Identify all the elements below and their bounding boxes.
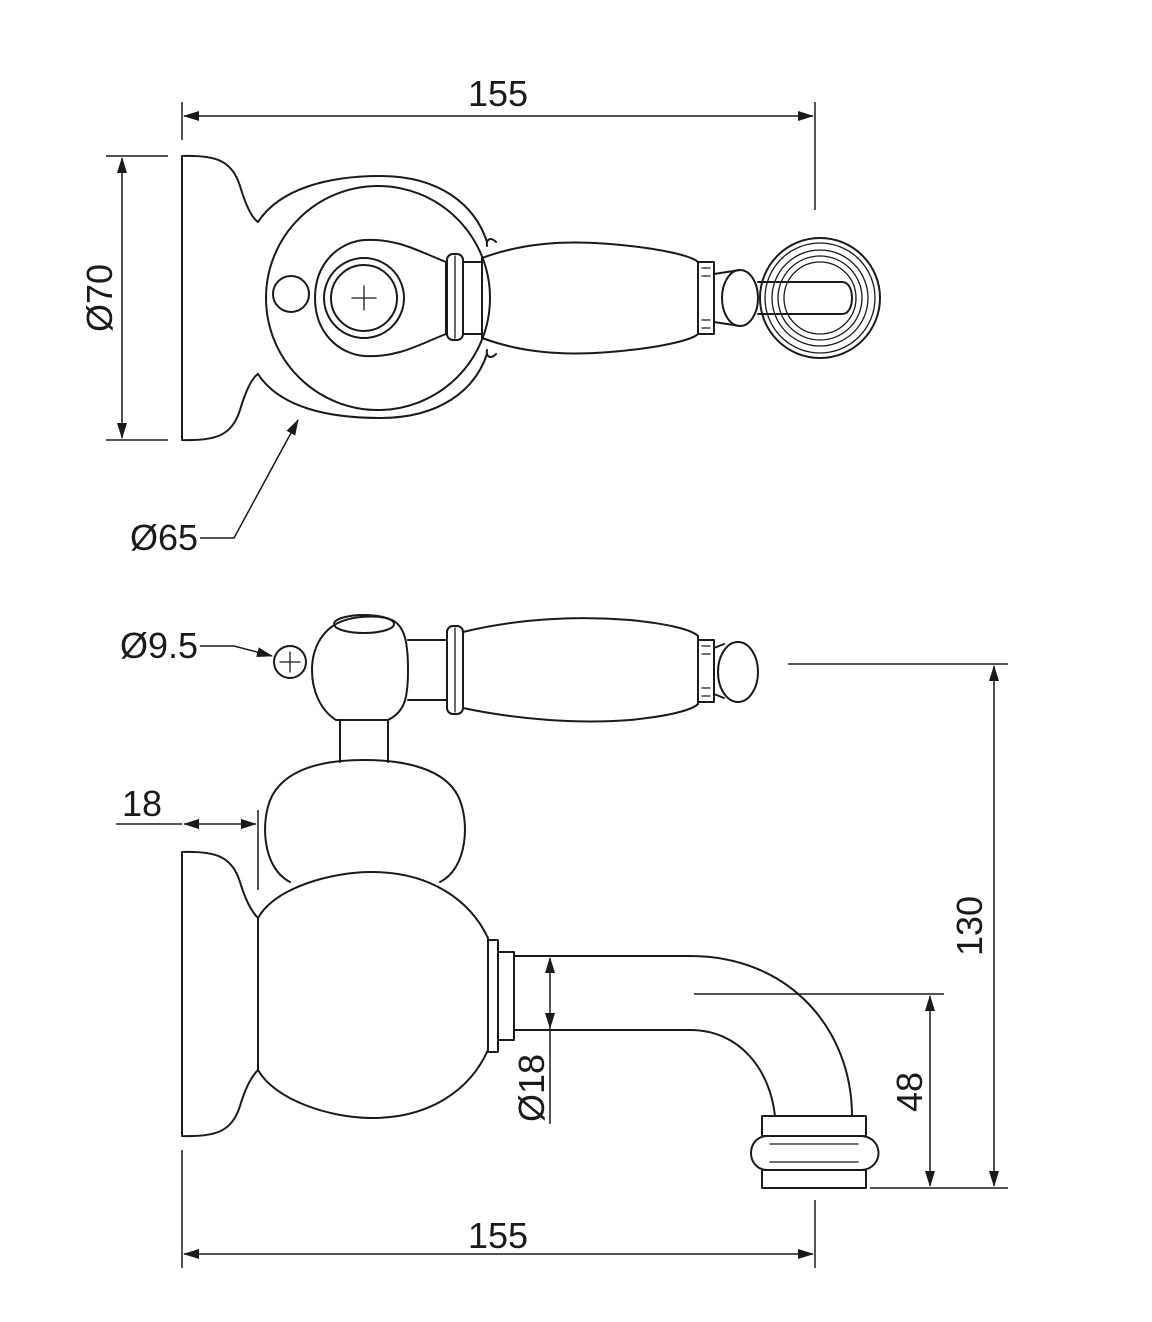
top-spindle-ring — [323, 257, 405, 339]
top-collar — [446, 253, 464, 341]
spindle-label: Ø9.5 — [120, 625, 198, 666]
side-stem — [339, 719, 389, 763]
side-bonnet — [264, 759, 466, 883]
wall-offset-label: 18 — [122, 783, 162, 824]
side-dimensions: Ø9.5 18 130 48 Ø18 155 — [116, 625, 1008, 1268]
top-wall-plate — [181, 154, 259, 442]
top-spindle-cap — [330, 264, 398, 332]
height-label: 130 — [949, 896, 990, 956]
top-rosette — [257, 175, 488, 419]
spindle-leader — [200, 645, 273, 658]
side-view — [181, 614, 880, 1189]
side-lever-knob — [717, 641, 759, 703]
side-wall-plate — [181, 850, 259, 1138]
rosette-label: Ø65 — [130, 517, 198, 558]
spout-diameter-label: Ø18 — [511, 1054, 552, 1122]
side-body — [257, 871, 489, 1119]
top-spindle-body — [314, 238, 447, 358]
top-view — [181, 154, 881, 442]
top-spout-outlet — [759, 237, 881, 359]
bottom-width-label: 155 — [468, 1215, 528, 1256]
side-spout — [513, 955, 853, 1117]
top-side-hole — [272, 275, 310, 313]
top-rosette-inner — [265, 185, 491, 411]
top-depth-label: Ø70 — [79, 264, 120, 332]
top-lever-handle — [481, 241, 699, 355]
spout-drop-label: 48 — [889, 1072, 930, 1112]
side-head — [311, 615, 409, 721]
side-outlet-bottom — [761, 1169, 867, 1189]
side-spindle-end — [273, 645, 307, 679]
top-spindle-cross — [351, 285, 377, 311]
top-width-label: 155 — [468, 73, 528, 114]
side-outlet-ring — [750, 1135, 880, 1171]
side-outlet-top — [761, 1115, 867, 1137]
rosette-leader — [200, 419, 299, 539]
top-lever-knob — [721, 269, 759, 327]
side-lever-handle — [462, 617, 699, 723]
top-dimensions: 155 Ø70 Ø65 — [79, 73, 816, 558]
